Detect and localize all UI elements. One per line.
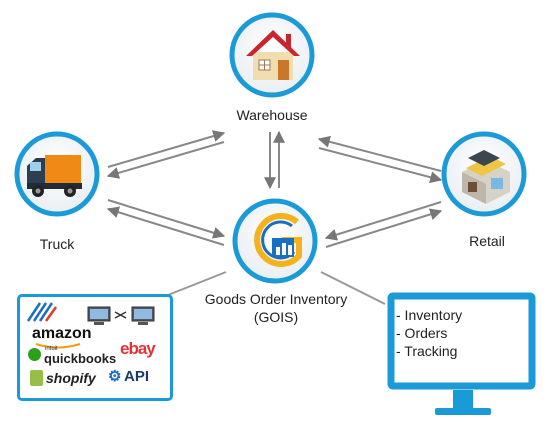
- arrow-gois-to-retail: [325, 208, 443, 248]
- retail-node: [441, 131, 527, 217]
- quickbooks-badge-icon: [28, 348, 41, 361]
- stripes-logo-icon: [26, 302, 58, 322]
- shopify-bag-icon: [30, 370, 43, 386]
- monitor-item-inventory: - Inventory: [396, 307, 463, 323]
- house-icon: [246, 30, 300, 80]
- shopify-logo: shopify: [46, 370, 96, 386]
- monitor-icon: [387, 292, 536, 415]
- arrow-warehouse-to-truck: [106, 141, 225, 179]
- gois-label-line1: Goods Order Inventory: [204, 291, 348, 307]
- warehouse-node: [229, 12, 315, 98]
- arrow-warehouse-to-retail: [318, 147, 443, 184]
- monitor-item-tracking: - Tracking: [396, 343, 458, 359]
- sync-computers-icon: [87, 306, 155, 325]
- connector-gois-to-monitor: [320, 271, 386, 305]
- arrow-truck-to-gois: [107, 199, 226, 239]
- monitor-item-orders: - Orders: [396, 325, 448, 341]
- retail-label: Retail: [469, 233, 505, 249]
- api-gear-icon: ⚙: [108, 368, 122, 385]
- arrows: [106, 130, 443, 248]
- gois-label-line2: (GOIS): [253, 309, 299, 325]
- integrations-panel: amazon intuit quickbooks ebay shopify ⚙ …: [17, 294, 173, 401]
- arrow-retail-to-warehouse: [317, 135, 442, 172]
- gois-node: [232, 198, 318, 284]
- truck-label: Truck: [39, 236, 75, 252]
- quickbooks-logo: quickbooks: [44, 351, 117, 366]
- amazon-smile-icon: [35, 343, 81, 349]
- api-logo: API: [124, 368, 150, 385]
- connectors: [167, 271, 386, 305]
- connector-gois-to-integrations: [167, 271, 227, 296]
- truck-icon: [27, 155, 82, 197]
- ebay-logo-text: ebay: [120, 339, 156, 358]
- ebay-logo: ebay: [120, 339, 156, 359]
- arrow-truck-to-warehouse: [107, 130, 226, 168]
- intuit-logo: intuit: [45, 346, 58, 352]
- warehouse-label: Warehouse: [236, 107, 308, 123]
- truck-node: [14, 131, 100, 217]
- arrow-retail-to-gois: [324, 201, 442, 241]
- gois-logo-icon: [254, 213, 302, 267]
- monitor-feature-list: - Inventory - Orders - Tracking: [396, 306, 462, 360]
- amazon-logo: amazon: [32, 325, 92, 342]
- arrow-gois-to-truck: [106, 206, 225, 246]
- store-icon: [462, 150, 510, 204]
